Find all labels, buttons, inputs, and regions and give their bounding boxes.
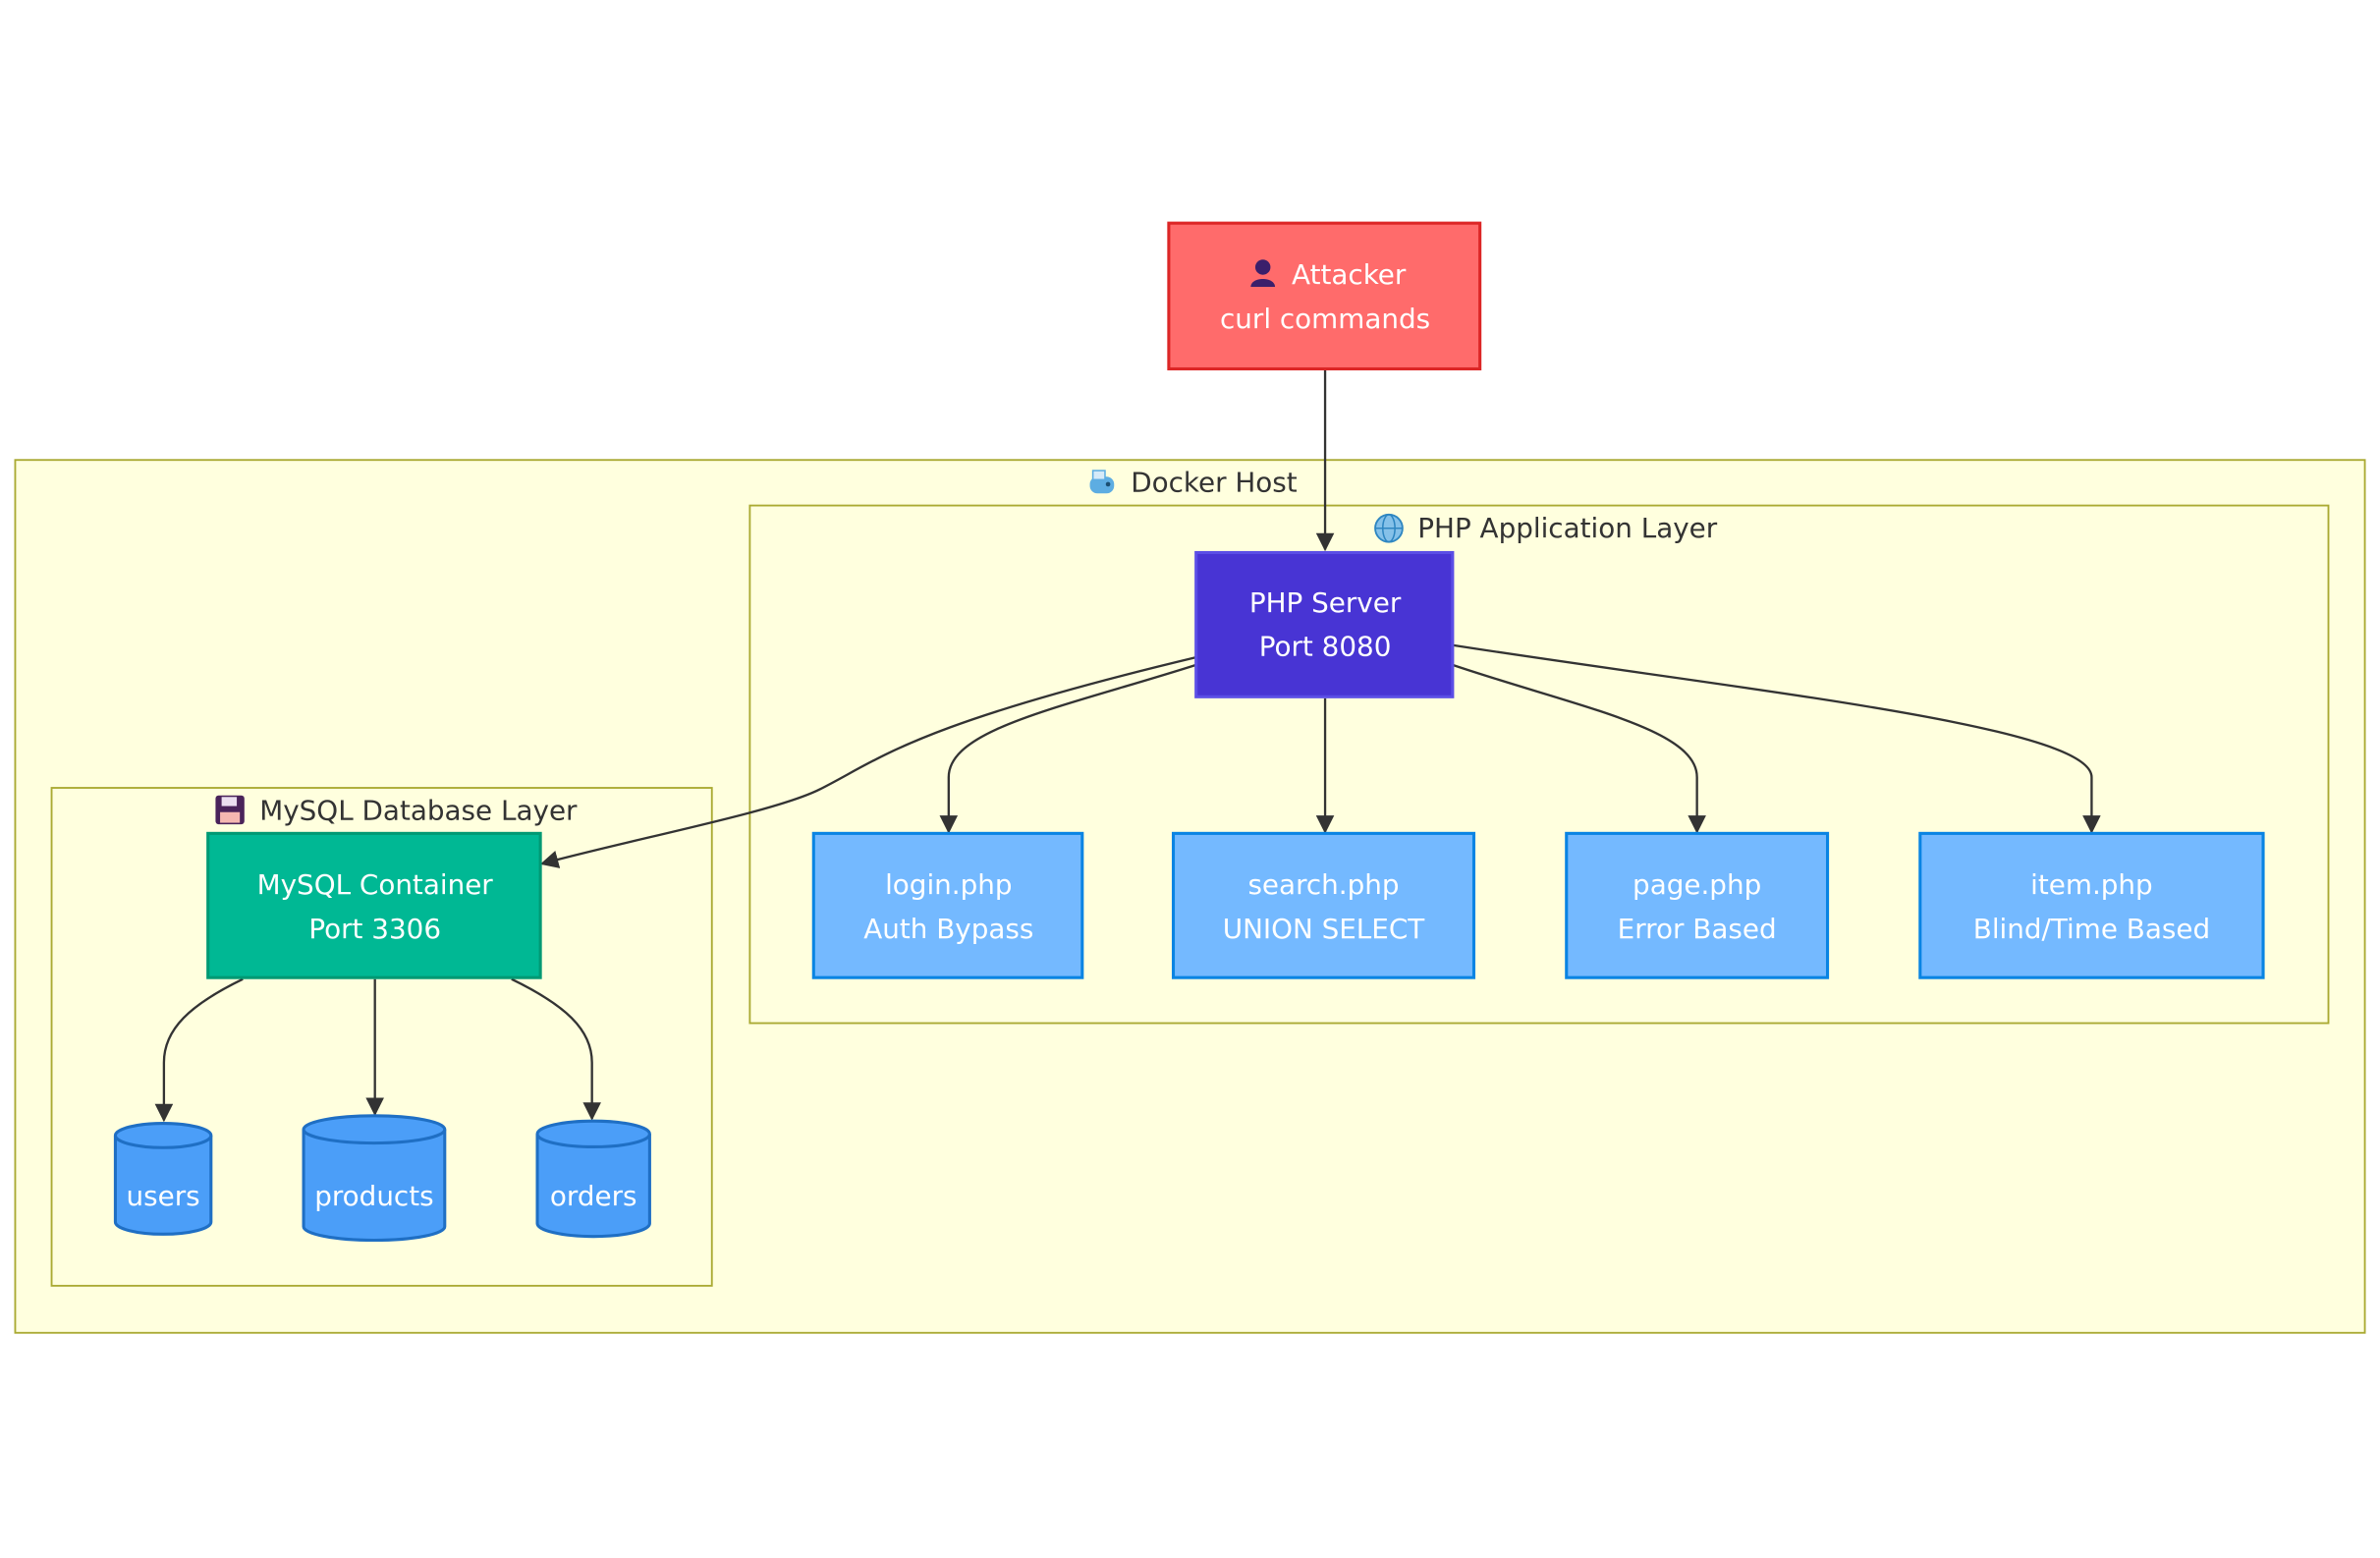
endpoint-title: item.php [2030, 868, 2153, 901]
table-label: users [127, 1180, 200, 1212]
docker-host-label: Docker Host [1131, 467, 1298, 499]
endpoint-title: page.php [1633, 868, 1761, 901]
endpoint-subtitle: Auth Bypass [863, 913, 1033, 945]
php-layer-label: PHP Application Layer [1417, 512, 1717, 544]
endpoint-title: search.php [1247, 868, 1399, 901]
table-label: products [314, 1180, 433, 1212]
globe-icon [1374, 513, 1404, 543]
floppy-disk-icon [215, 795, 245, 825]
edge-php-server-to-login [939, 663, 1197, 834]
endpoint-node-search: search.php UNION SELECT [1171, 831, 1476, 979]
table-cylinder-orders: orders [535, 1119, 651, 1239]
php-server-title: PHP Server [1249, 586, 1402, 619]
php-server-port: Port 8080 [1259, 631, 1392, 663]
mysql-container-title: MySQL Container [257, 868, 494, 901]
attacker-title: Attacker [1292, 258, 1407, 291]
endpoint-node-page: page.php Error Based [1565, 831, 1830, 979]
attacker-subtitle: curl commands [1220, 303, 1430, 335]
whale-icon [1089, 470, 1115, 494]
edge-mysql-to-users [154, 977, 244, 1123]
edge-php-server-to-page [1452, 663, 1706, 834]
mysql-container-node: MySQL Container Port 3306 [206, 831, 542, 979]
table-cylinder-products: products [302, 1114, 447, 1243]
endpoint-node-item: item.php Blind/Time Based [1918, 831, 2265, 979]
attacker-node: Attacker curl commands [1167, 221, 1482, 371]
person-icon [1250, 259, 1276, 288]
edges [154, 368, 2101, 1123]
endpoint-node-login: login.php Auth Bypass [811, 831, 1084, 979]
table-cylinder-users: users [113, 1121, 213, 1236]
endpoint-subtitle: Blind/Time Based [1973, 913, 2210, 945]
php-server-node: PHP Server Port 8080 [1194, 550, 1455, 698]
endpoint-title: login.php [885, 868, 1012, 901]
edge-php-server-to-item [1452, 643, 2101, 834]
edge-php-server-to-mysql [539, 655, 1196, 868]
mysql-layer-label: MySQL Database Layer [259, 794, 578, 826]
table-label: orders [550, 1180, 637, 1212]
endpoint-subtitle: UNION SELECT [1223, 913, 1426, 945]
edge-mysql-to-orders [511, 977, 601, 1121]
mysql-container-port: Port 3306 [308, 913, 441, 945]
endpoint-subtitle: Error Based [1618, 913, 1777, 945]
